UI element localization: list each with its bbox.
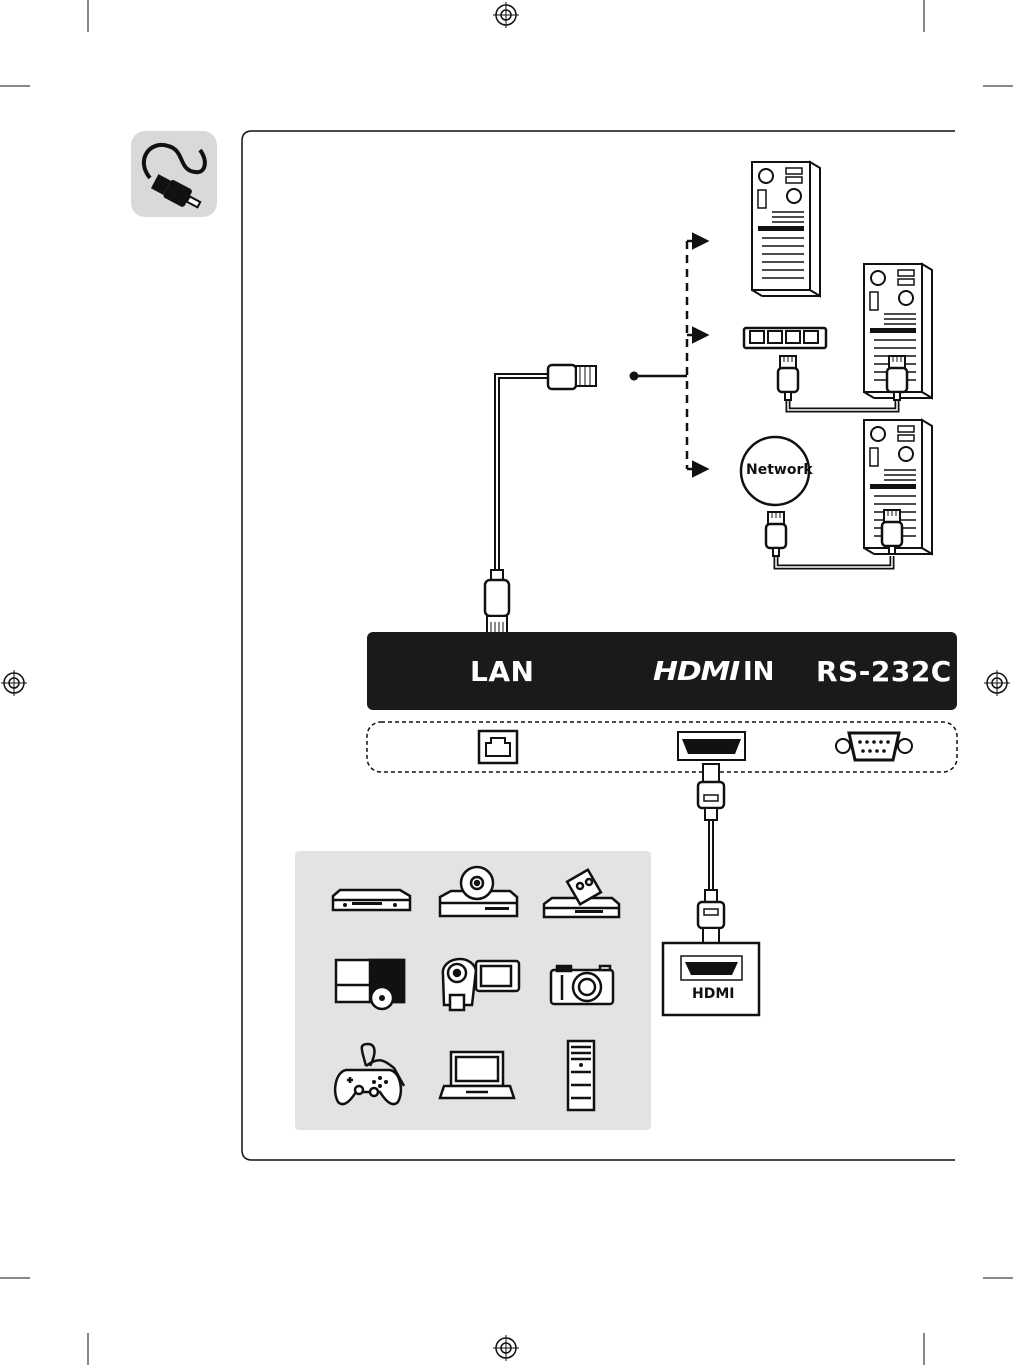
rs232c-label: RS-232C (816, 655, 952, 688)
rs232c-port-icon (836, 733, 912, 760)
dvd-player-icon (333, 890, 410, 910)
lan-label: LAN (470, 655, 534, 688)
registration-mark-right (984, 670, 1010, 696)
router-icon (744, 328, 826, 348)
registration-mark-bottom (493, 1335, 519, 1361)
hdmi-source-label: HDMI (692, 986, 734, 1002)
cable-plug-icon (131, 131, 217, 217)
registration-mark-left (1, 670, 27, 696)
pc-tower-direct-icon (752, 162, 820, 296)
network-label: Network (746, 462, 813, 478)
hdmi-in-label: IN (743, 657, 774, 687)
lan-port-icon (479, 731, 517, 763)
registration-mark-top (493, 2, 519, 28)
hdmi-source-port-box (663, 943, 759, 1015)
hdmi-cable (698, 764, 724, 946)
hd-recorder-icon (336, 960, 404, 1009)
hdmi-logo-label: HDMI (653, 657, 739, 687)
laptop-icon (440, 1052, 514, 1098)
connection-options-branch (634, 241, 706, 469)
hdmi-port-icon (678, 732, 745, 760)
lan-cable (485, 365, 596, 636)
desktop-pc-icon (568, 1041, 594, 1110)
digital-camera-icon (551, 966, 613, 1004)
